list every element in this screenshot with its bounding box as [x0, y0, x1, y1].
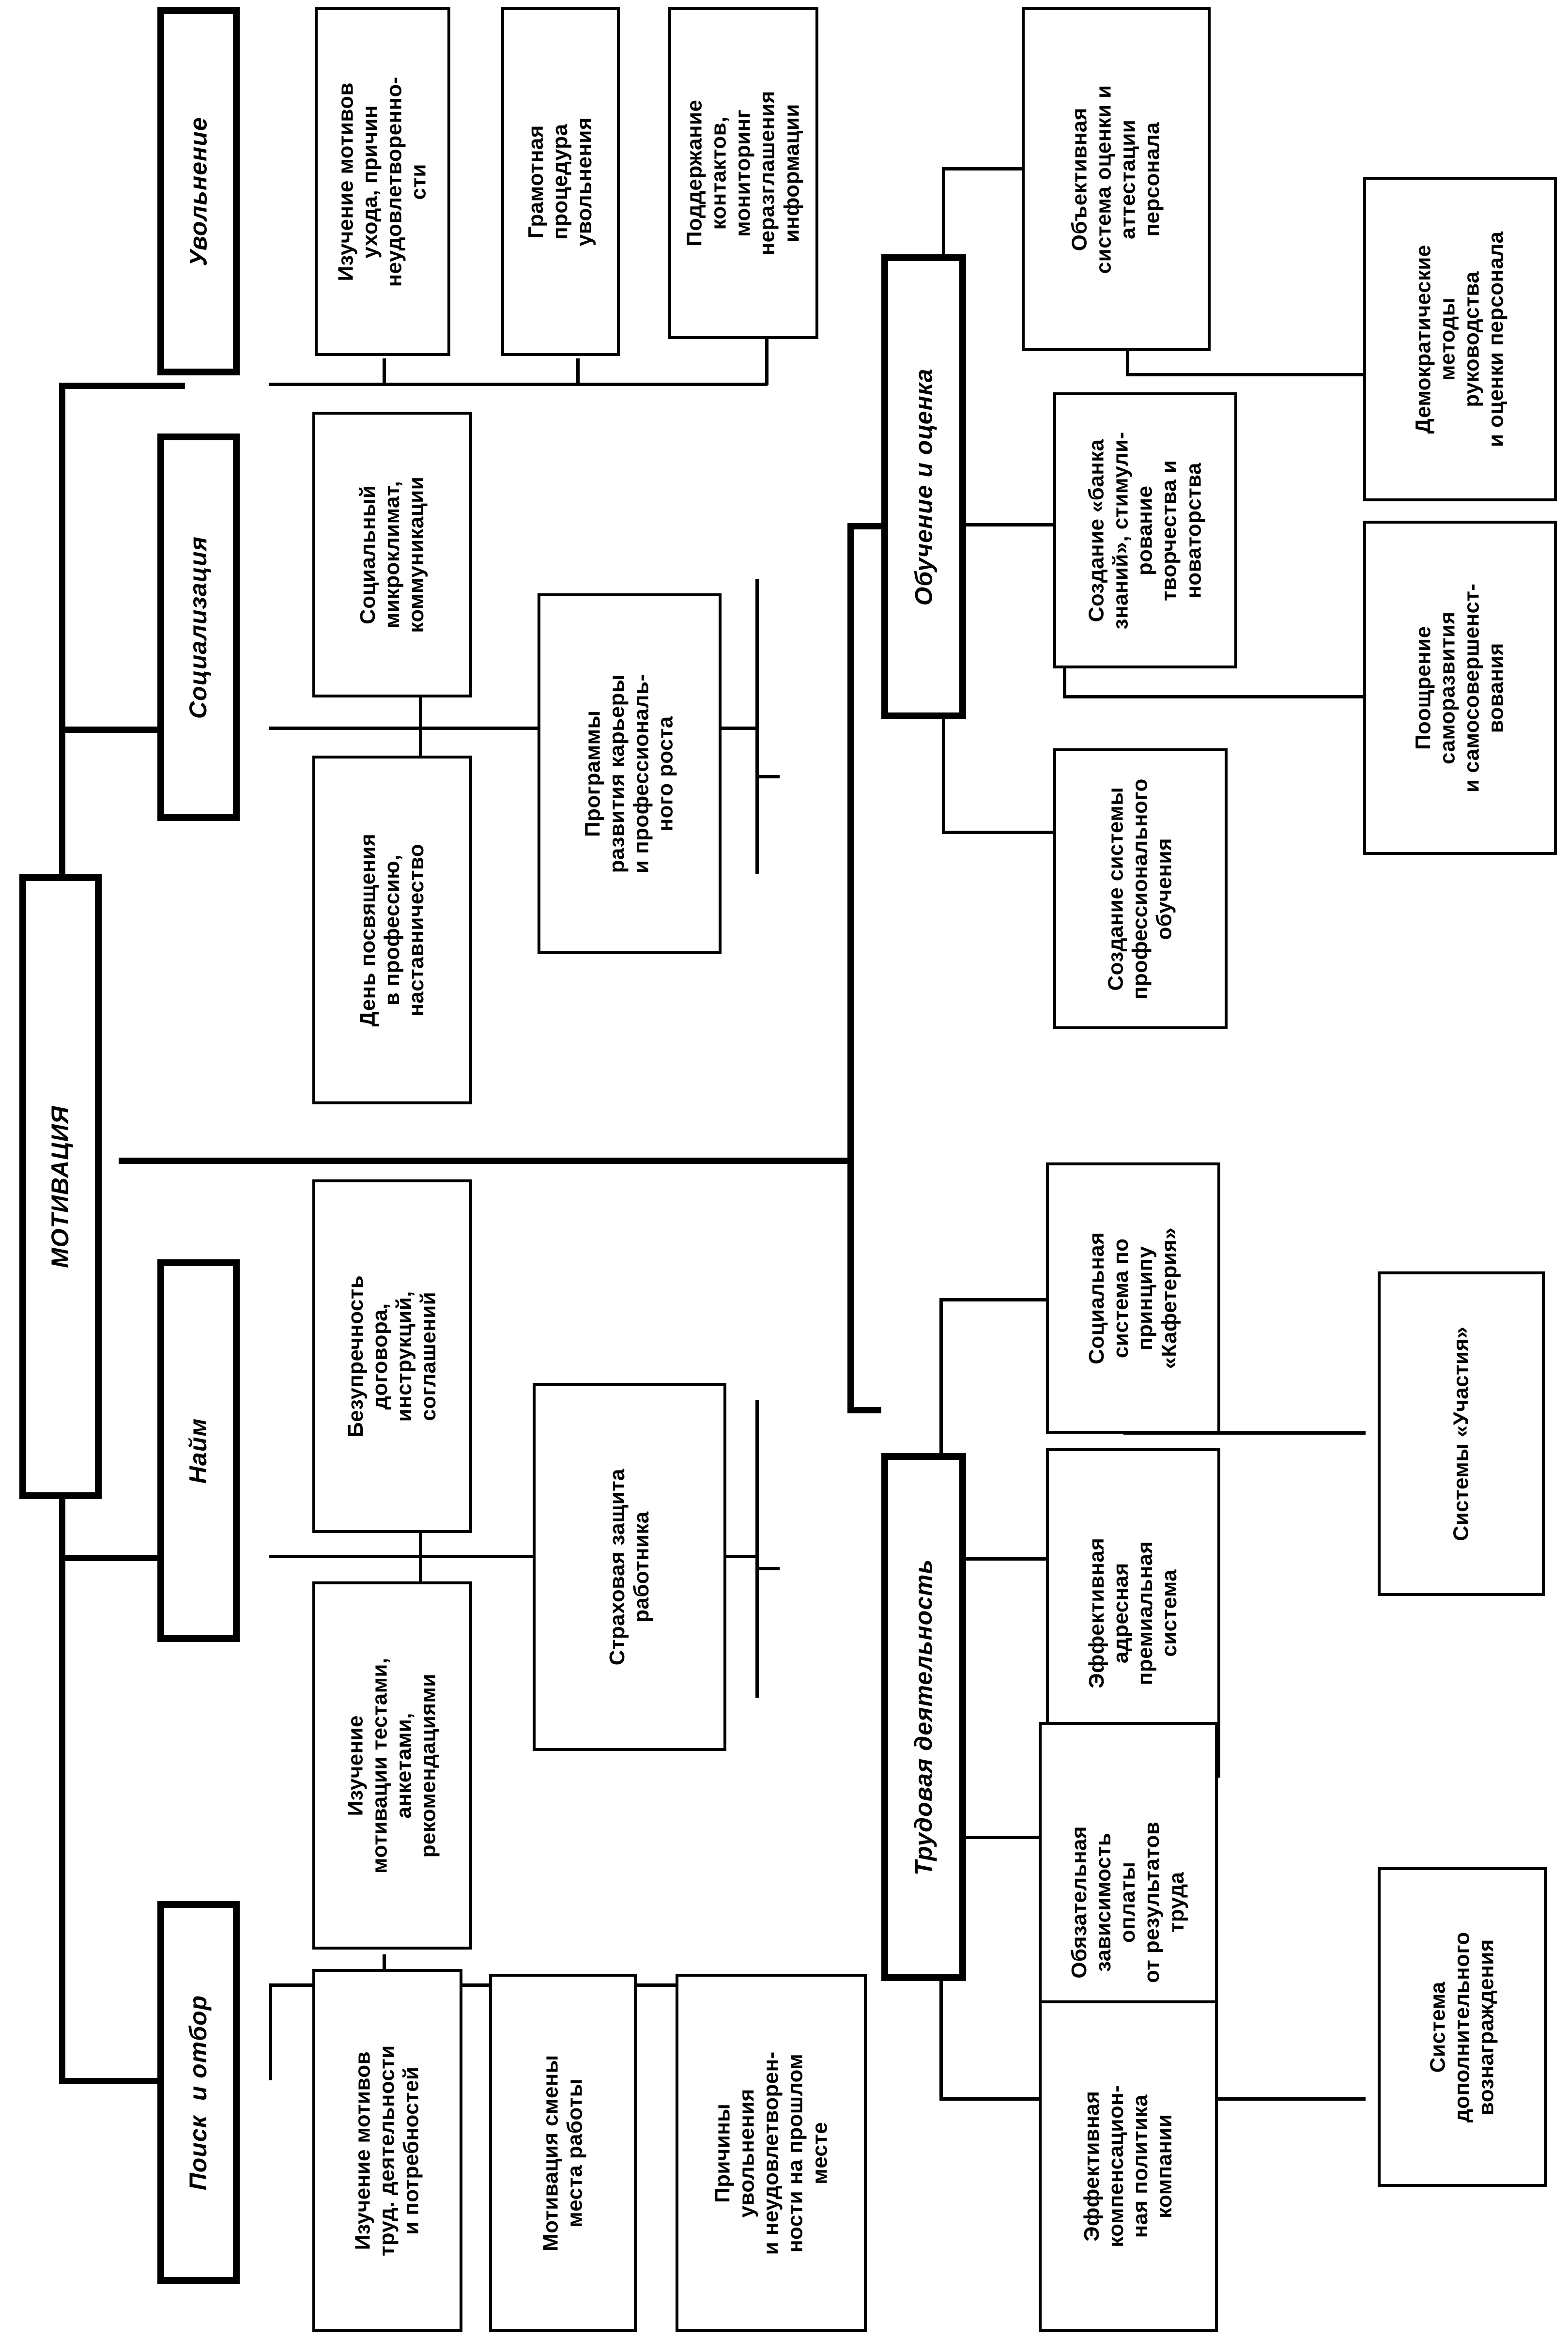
- connector-obuchenie-gc2: [1063, 695, 1366, 698]
- branch-label-obuchenie: Обучение и оценка: [910, 368, 938, 605]
- leaf-trudovaya-gc-1[interactable]: Системы «Участия»: [1378, 1271, 1545, 1596]
- connector-socializaciya-c2: [419, 727, 422, 756]
- branch-node-socializaciya[interactable]: Социализация: [157, 434, 240, 821]
- leaf-label: Демократические методы руководства и оце…: [1411, 231, 1508, 447]
- branch-node-poisk[interactable]: Поиск и отбор: [157, 1901, 240, 2284]
- connector-right-trunk: [847, 523, 854, 1409]
- connector-naim-gc: [755, 1567, 780, 1570]
- leaf-obuchenie-3[interactable]: Создание системы профессионального обуче…: [1053, 748, 1228, 1029]
- leaf-label: Система дополнительного вознаграждения: [1426, 1932, 1499, 2122]
- leaf-label: Грамотная процедура увольнения: [524, 117, 597, 247]
- connector-uvolnenie-c1: [383, 358, 386, 385]
- leaf-label: Изучение мотивации тестами, анкетами, ре…: [343, 1657, 441, 1873]
- root-node-motivaciya[interactable]: МОТИВАЦИЯ: [19, 874, 102, 1499]
- connector-root-top-stub: [59, 823, 65, 877]
- leaf-label: Системы «Участия»: [1449, 1326, 1473, 1541]
- leaf-label: Мотивация смены места работы: [538, 2055, 587, 2251]
- leaf-uvolnenie-1[interactable]: Изучение мотивов ухода, причин неудовлет…: [315, 7, 450, 356]
- leaf-label: Социальная система по принципу «Кафетери…: [1084, 1227, 1182, 1369]
- connector-root-to-poisk: [59, 2078, 185, 2084]
- connector-trudovaya-c2-h: [939, 1557, 1063, 1561]
- leaf-socializaciya-gc-1[interactable]: Программы развития карьеры и профессиона…: [538, 593, 722, 954]
- connector-socializaciya-bus: [269, 727, 758, 730]
- branch-label-poisk: Поиск и отбор: [184, 1995, 212, 2190]
- connector-trudovaya-c1-h: [939, 1298, 1123, 1301]
- branch-label-socializaciya: Социализация: [184, 536, 212, 719]
- leaf-label: Объективная система оценки и аттестации …: [1067, 85, 1165, 274]
- branch-label-uvolnenie: Увольнение: [184, 116, 212, 266]
- connector-socializaciya-gc: [755, 775, 780, 778]
- leaf-obuchenie-2[interactable]: Создание «банка знаний», стимули- ровани…: [1053, 392, 1237, 668]
- leaf-obuchenie-gc-2[interactable]: Поощрение саморазвития и самосовершенст-…: [1363, 521, 1557, 855]
- leaf-label: Изучение мотивов труд. деятельности и по…: [351, 2045, 424, 2256]
- leaf-label: Изучение мотивов ухода, причин неудовлет…: [334, 76, 431, 287]
- branch-node-trudovaya[interactable]: Трудовая деятельность: [881, 1453, 966, 1981]
- connector-naim-c1: [419, 1526, 422, 1557]
- leaf-uvolnenie-2[interactable]: Грамотная процедура увольнения: [501, 7, 620, 356]
- leaf-label: Создание системы профессионального обуче…: [1104, 778, 1177, 999]
- connector-obuchenie-c2-h: [942, 523, 1063, 526]
- connector-root-right-stub: [119, 1158, 850, 1164]
- connector-trudovaya-c1-v: [939, 1298, 943, 1434]
- leaf-poisk-1[interactable]: Изучение мотивов труд. деятельности и по…: [312, 1969, 462, 2332]
- leaf-naim-gc-1[interactable]: Страховая защита работника: [533, 1383, 726, 1751]
- leaf-trudovaya-4[interactable]: Эффективная компенсацион- ная политика к…: [1039, 2000, 1218, 2332]
- leaf-uvolnenie-3[interactable]: Поддержание контактов, мониторинг неразг…: [668, 7, 818, 339]
- connector-trudovaya-c3-h: [939, 1836, 1063, 1839]
- connector-trudovaya-gc1: [1123, 1431, 1366, 1435]
- leaf-label: День посвящения в профессию, наставничес…: [355, 833, 429, 1027]
- connector-uvolnenie-bus: [269, 383, 768, 386]
- leaf-naim-2[interactable]: Изучение мотивации тестами, анкетами, ре…: [312, 1581, 472, 1950]
- connector-root-bottom-stub: [59, 1497, 65, 1555]
- leaf-poisk-3[interactable]: Причины увольнения и неудовлетворен- нос…: [676, 1974, 867, 2332]
- branch-node-obuchenie[interactable]: Обучение и оценка: [881, 254, 966, 719]
- leaf-label: Страховая защита работника: [605, 1468, 653, 1666]
- connector-root-to-uvolnenie: [59, 383, 185, 389]
- leaf-label: Социальный микроклимат, коммуникации: [355, 476, 429, 633]
- connector-poisk-stub: [269, 1983, 272, 2080]
- branch-label-naim: Найм: [184, 1418, 212, 1484]
- leaf-label: Обязательная зависимость оплаты от резул…: [1067, 1821, 1189, 1983]
- connector-root-to-naim: [59, 1555, 185, 1561]
- root-node-label: МОТИВАЦИЯ: [46, 1105, 74, 1268]
- connector-root-to-socializaciya: [59, 727, 185, 733]
- leaf-obuchenie-gc-1[interactable]: Демократические методы руководства и оце…: [1363, 177, 1557, 501]
- leaf-trudovaya-gc-2[interactable]: Система дополнительного вознаграждения: [1378, 1867, 1547, 2187]
- connector-naim-bus: [269, 1555, 758, 1558]
- leaf-label: Причины увольнения и неудовлетворен- нос…: [710, 2051, 831, 2255]
- branch-label-trudovaya: Трудовая деятельность: [910, 1559, 938, 1875]
- connector-naim-gc-riser: [755, 1400, 759, 1698]
- leaf-label: Программы развития карьеры и профессиона…: [581, 674, 678, 874]
- leaf-label: Поддержание контактов, мониторинг неразг…: [682, 91, 804, 256]
- leaf-trudovaya-1[interactable]: Социальная система по принципу «Кафетери…: [1046, 1162, 1220, 1434]
- leaf-poisk-2[interactable]: Мотивация смены места работы: [489, 1974, 637, 2332]
- branch-node-naim[interactable]: Найм: [157, 1259, 240, 1642]
- leaf-socializaciya-2[interactable]: День посвящения в профессию, наставничес…: [312, 756, 472, 1104]
- leaf-obuchenie-1[interactable]: Объективная система оценки и аттестации …: [1022, 7, 1211, 351]
- leaf-naim-1[interactable]: Безупречность договора, инструкций, согл…: [312, 1179, 472, 1533]
- connector-trudovaya-c4-h: [939, 2097, 1063, 2101]
- leaf-label: Безупречность договора, инструкций, согл…: [343, 1275, 441, 1438]
- leaf-label: Создание «банка знаний», стимули- ровани…: [1084, 432, 1206, 629]
- leaf-label: Эффективная компенсацион- ная политика к…: [1079, 2085, 1177, 2247]
- leaf-label: Эффективная адресная премиальная система: [1084, 1537, 1182, 1688]
- connector-obuchenie-gc1: [1126, 373, 1366, 376]
- connector-socializaciya-gc-riser: [755, 579, 759, 874]
- connector-naim-c2: [419, 1555, 422, 1584]
- connector-uvolnenie-c2: [576, 358, 580, 385]
- connector-socializaciya-c1: [419, 697, 422, 729]
- connector-trunk-to-trudovaya: [847, 1407, 881, 1413]
- leaf-socializaciya-1[interactable]: Социальный микроклимат, коммуникации: [312, 412, 472, 697]
- connector-uvolnenie-c3: [765, 339, 769, 385]
- branch-node-uvolnenie[interactable]: Увольнение: [157, 7, 240, 375]
- connector-poisk-c3-h: [562, 1983, 758, 1987]
- leaf-label: Поощрение саморазвития и самосовершенст-…: [1411, 583, 1508, 792]
- connector-obuchenie-c3-h: [942, 831, 1063, 834]
- connector-trunk-to-obuchenie: [847, 523, 881, 529]
